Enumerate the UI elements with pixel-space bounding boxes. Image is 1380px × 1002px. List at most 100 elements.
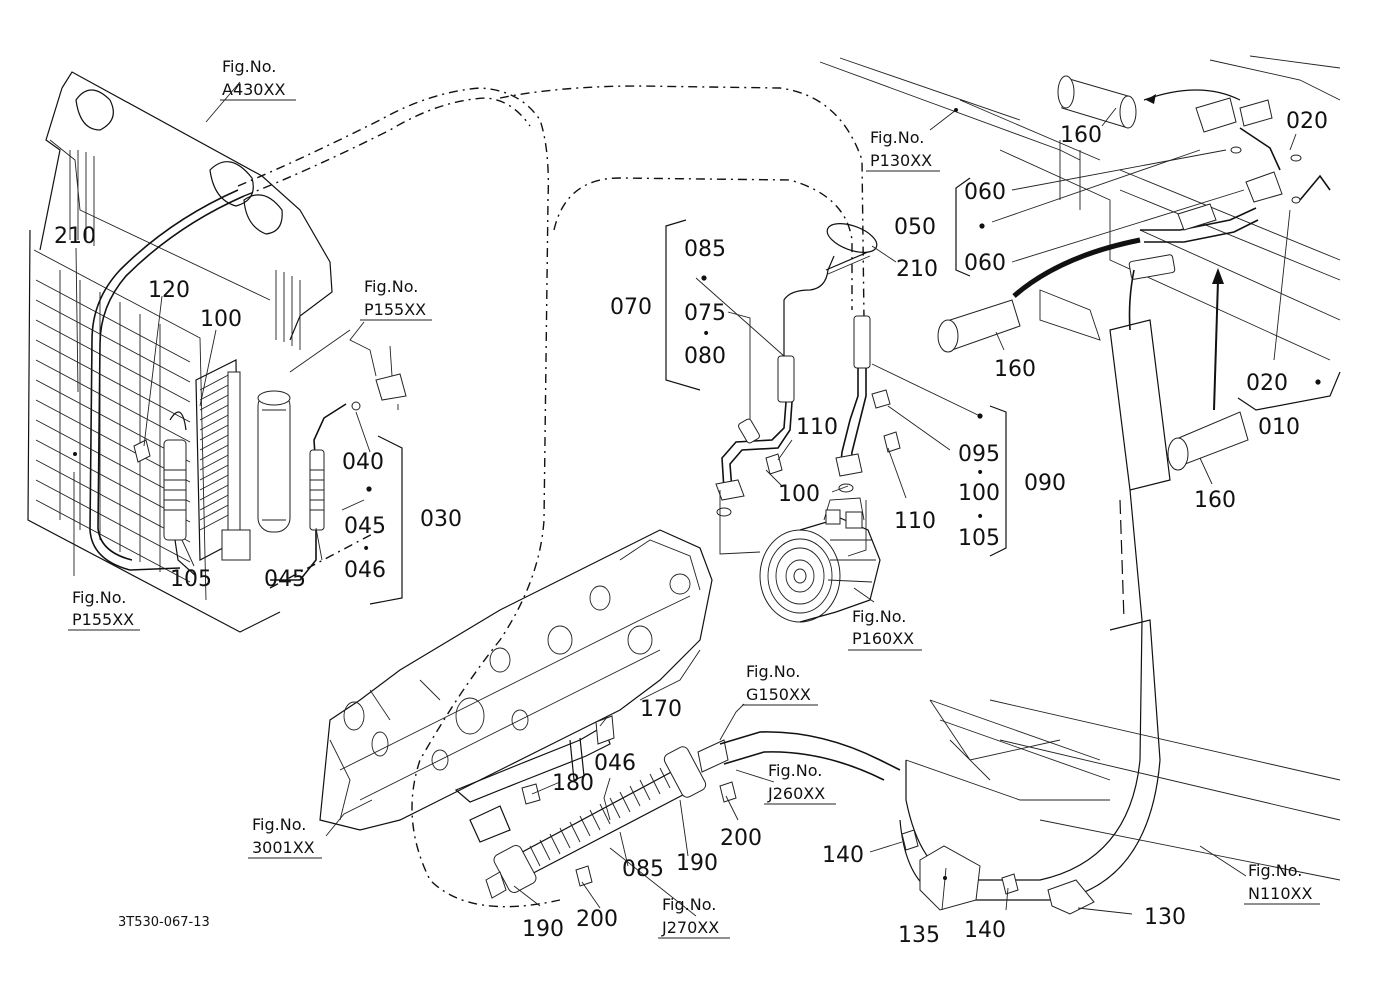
callout-046-group[interactable]: 046	[344, 558, 386, 583]
arrow-sleeve-a	[1143, 89, 1241, 101]
hose-070-assembly	[715, 255, 835, 517]
callout-095[interactable]: 095	[958, 442, 1000, 467]
group-dot-070	[701, 275, 707, 281]
fig-ref-label: Fig.No.	[768, 761, 822, 780]
callout-210-mid[interactable]: 210	[896, 257, 938, 282]
hose-route-dashed	[237, 87, 561, 908]
fig-ref-label: Fig.No.	[364, 277, 418, 296]
callout-085-low[interactable]: 085	[622, 857, 664, 882]
fig-ref-label: Fig.No.	[870, 128, 924, 147]
callout-080[interactable]: 080	[684, 344, 726, 369]
fig-ref-code: 3001XX	[252, 838, 315, 857]
callout-060-b[interactable]: 060	[964, 251, 1006, 276]
callout-075[interactable]: 075	[684, 301, 726, 326]
receiver-drier	[257, 390, 291, 533]
callout-160-c[interactable]: 160	[1194, 488, 1236, 513]
callout-120[interactable]: 120	[148, 278, 190, 303]
callout-095-dot: •	[976, 465, 984, 481]
group-dot-030	[366, 486, 372, 492]
callout-100-dot: •	[976, 509, 984, 525]
callout-110-a[interactable]: 110	[796, 415, 838, 440]
fig-ref-code: P155XX	[364, 300, 426, 319]
drawing-code: 3T530-067-13	[118, 915, 210, 930]
fig-ref-label: Fig.No.	[252, 815, 306, 834]
hose-090-assembly	[835, 315, 891, 493]
fig-ref-p160[interactable]: Fig.No. P160XX	[848, 607, 922, 651]
callout-105-left[interactable]: 105	[170, 567, 212, 592]
callout-085-top[interactable]: 085	[684, 237, 726, 262]
fig-ref-code: N110XX	[1248, 884, 1312, 903]
fig-ref-p155-top[interactable]: Fig.No. P155XX	[360, 277, 432, 321]
fig-ref-label: Fig.No.	[746, 662, 800, 681]
fig-ref-a430[interactable]: Fig.No. A430XX	[220, 57, 296, 101]
callout-030[interactable]: 030	[420, 507, 462, 532]
callout-046-low[interactable]: 046	[594, 751, 636, 776]
callout-200-a[interactable]: 200	[720, 826, 762, 851]
group-dot-050	[979, 223, 985, 229]
leader-lines	[73, 81, 1341, 917]
arrow-sleeve-c	[1213, 279, 1219, 411]
callout-020-a[interactable]: 020	[1286, 109, 1328, 134]
callout-050[interactable]: 050	[894, 215, 936, 240]
fig-ref-label: Fig.No.	[852, 607, 906, 626]
callout-140-b[interactable]: 140	[964, 918, 1006, 943]
sleeve-160-b	[937, 299, 1021, 353]
fig-ref-p130[interactable]: Fig.No. P130XX	[866, 128, 940, 172]
callout-045-group[interactable]: 045	[344, 514, 386, 539]
callout-045-low[interactable]: 045	[264, 567, 306, 592]
fig-ref-n110[interactable]: Fig.No. N110XX	[1244, 861, 1320, 905]
fig-ref-code: J270XX	[661, 918, 719, 937]
radiator-assembly	[27, 71, 333, 633]
oil-cooler-bracket	[454, 715, 615, 843]
callout-070[interactable]: 070	[610, 295, 652, 320]
fig-ref-code: P155XX	[72, 610, 134, 629]
fig-ref-code: P130XX	[870, 151, 932, 170]
fig-ref-code: P160XX	[852, 629, 914, 648]
callout-040[interactable]: 040	[342, 450, 384, 475]
fig-ref-3001[interactable]: Fig.No. 3001XX	[248, 815, 322, 859]
ac-compressor	[759, 497, 881, 623]
callout-200-b[interactable]: 200	[576, 907, 618, 932]
callout-020-b[interactable]: 020	[1246, 371, 1288, 396]
fig-ref-code: J260XX	[767, 784, 825, 803]
callout-105-right[interactable]: 105	[958, 526, 1000, 551]
fig-ref-label: Fig.No.	[1248, 861, 1302, 880]
callout-100-left[interactable]: 100	[200, 307, 242, 332]
fig-ref-label: Fig.No.	[222, 57, 276, 76]
callout-090[interactable]: 090	[1024, 471, 1066, 496]
callout-160-b[interactable]: 160	[994, 357, 1036, 382]
callout-135[interactable]: 135	[898, 923, 940, 948]
callout-130[interactable]: 130	[1144, 905, 1186, 930]
hose-radiator-loop	[89, 189, 239, 571]
group-dot-090	[977, 413, 983, 419]
callout-100-mid[interactable]: 100	[778, 482, 820, 507]
hose-105-left	[163, 411, 197, 577]
hose-clamp-210	[825, 223, 878, 275]
fig-ref-p155-bottom[interactable]: Fig.No. P155XX	[68, 588, 140, 631]
callout-190-a[interactable]: 190	[676, 851, 718, 876]
fig-ref-g150[interactable]: Fig.No. G150XX	[742, 662, 818, 706]
callout-180[interactable]: 180	[552, 771, 594, 796]
callout-060-a[interactable]: 060	[964, 180, 1006, 205]
group-dot-010	[1315, 379, 1321, 385]
part-callouts: 210 120 100 105 040 045 • 046 030 045 08…	[54, 109, 1328, 948]
callout-190-b[interactable]: 190	[522, 917, 564, 942]
callout-010[interactable]: 010	[1258, 415, 1300, 440]
fig-ref-label: Fig.No.	[662, 895, 716, 914]
callout-140-a[interactable]: 140	[822, 843, 864, 868]
callout-075-dot: •	[702, 326, 710, 342]
fig-ref-label: Fig.No.	[72, 588, 126, 607]
bracket-135	[919, 845, 981, 911]
callout-170[interactable]: 170	[640, 697, 682, 722]
callout-210-left[interactable]: 210	[54, 224, 96, 249]
callout-110-b[interactable]: 110	[894, 509, 936, 534]
sleeve-160-c	[1167, 411, 1249, 471]
cabin-frame	[819, 55, 1341, 915]
fig-ref-j270[interactable]: Fig.No. J270XX	[658, 895, 730, 939]
arrow-sleeve-b	[1012, 237, 1141, 298]
callout-100-right[interactable]: 100	[958, 481, 1000, 506]
callout-160-a[interactable]: 160	[1060, 123, 1102, 148]
fig-ref-code: A430XX	[222, 80, 285, 99]
fig-ref-j260[interactable]: Fig.No. J260XX	[764, 761, 836, 805]
